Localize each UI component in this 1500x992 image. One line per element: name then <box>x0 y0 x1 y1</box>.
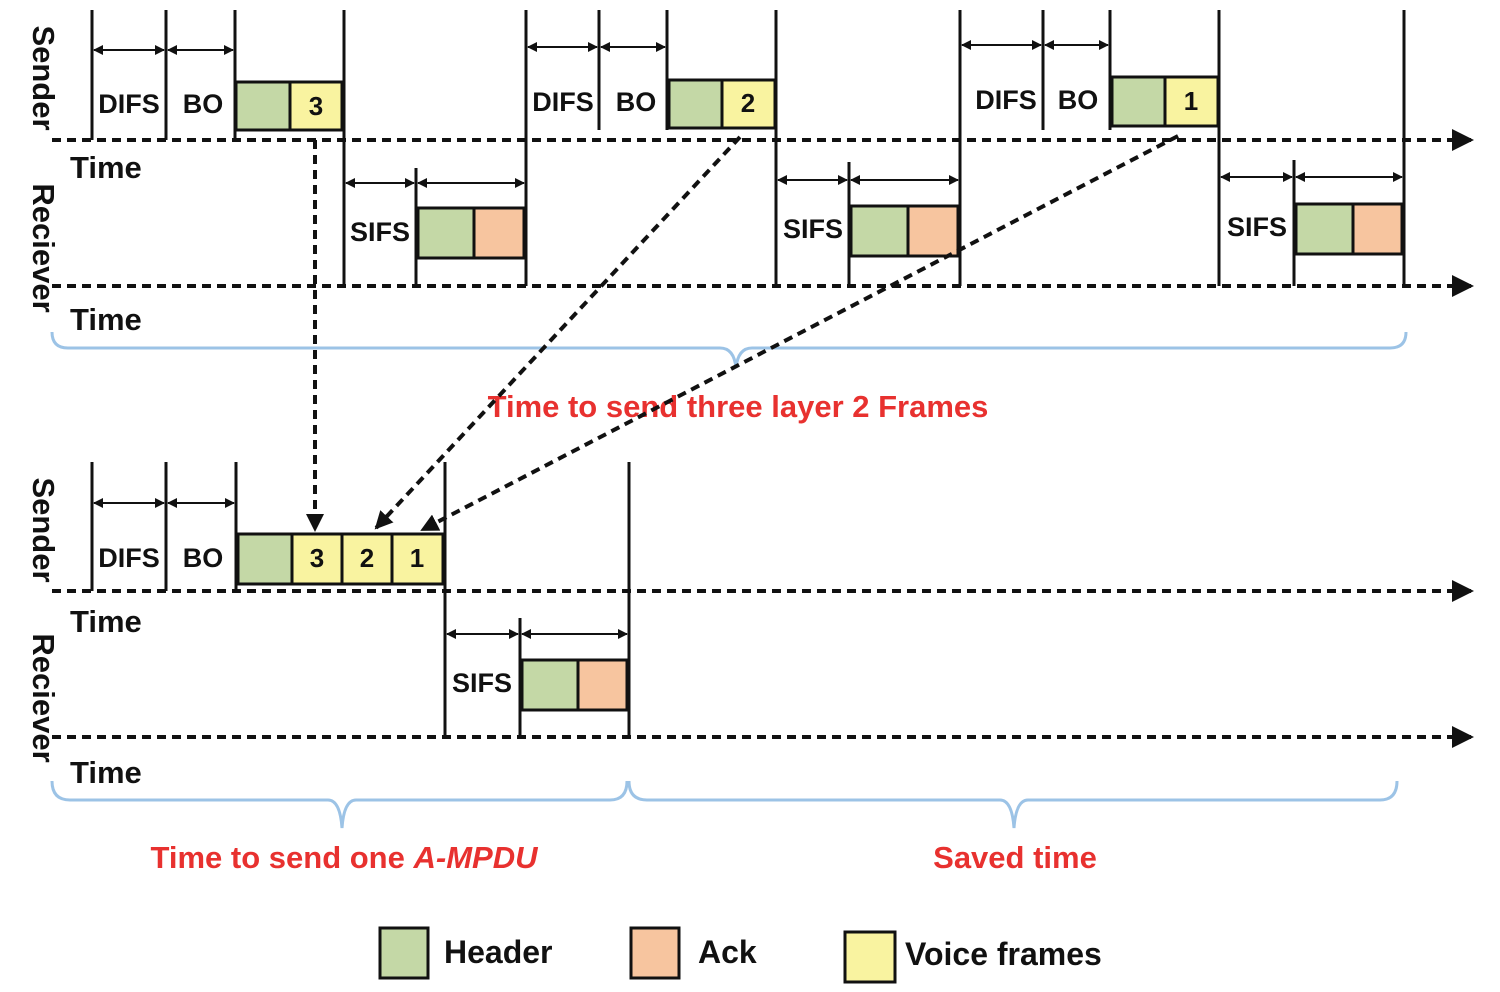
header-block <box>416 206 476 260</box>
mapping-arrow-frame-2 <box>374 135 742 530</box>
aggregate-frame-number: 2 <box>360 543 374 573</box>
bo-label: BO <box>1058 85 1099 115</box>
cycle-2: DIFS BO SIFS 2 <box>527 10 962 286</box>
frame-number: 1 <box>1184 86 1198 116</box>
cycle-1: DIFS BO SIFS 3 <box>90 10 528 286</box>
bo-label: BO <box>183 543 224 573</box>
voice-frame-block <box>290 532 344 586</box>
header-block <box>234 80 292 132</box>
brace-three-frames <box>50 331 1408 369</box>
time-label-1: Time <box>70 150 142 185</box>
caption-saved-time: Saved time <box>933 840 1097 875</box>
voice-frame-block <box>720 78 777 130</box>
bo-label: BO <box>183 89 224 119</box>
header-block <box>667 78 724 130</box>
header-block <box>1294 202 1355 256</box>
caption-one-ampdu: Time to send one A-MPDU <box>151 840 540 875</box>
voice-frame-block <box>1163 75 1220 128</box>
legend-voice-swatch <box>843 930 897 984</box>
mapping-arrow-frame-1 <box>420 134 1179 532</box>
frame-number: 3 <box>309 91 323 121</box>
sifs-label: SIFS <box>1227 212 1287 242</box>
difs-label: DIFS <box>98 543 160 573</box>
sifs-label: SIFS <box>452 668 512 698</box>
caption-three-frames: Time to send three layer 2 Frames <box>488 389 989 424</box>
receiver-label-top: Reciever <box>26 183 61 312</box>
sifs-label: SIFS <box>783 214 843 244</box>
legend-header-swatch <box>378 926 430 980</box>
brace-saved-time <box>627 780 1399 829</box>
header-block <box>849 204 910 258</box>
sender-label-top: Sender <box>26 25 61 130</box>
sifs-label: SIFS <box>350 217 410 247</box>
ampdu-cycle: DIFS BO SIFS 3 2 1 <box>90 462 631 737</box>
time-label-2: Time <box>70 302 142 337</box>
aggregate-frame-number: 1 <box>410 543 424 573</box>
difs-label: DIFS <box>975 85 1037 115</box>
caption-one-ampdu-prefix: Time to send one <box>151 840 414 875</box>
ack-block <box>1351 202 1404 256</box>
receiver-label-bottom: Reciever <box>26 633 61 762</box>
frame-number: 2 <box>741 88 755 118</box>
difs-label: DIFS <box>532 87 594 117</box>
time-label-4: Time <box>70 755 142 790</box>
voice-frame-block <box>288 80 344 132</box>
header-block <box>236 532 294 586</box>
ack-block <box>576 658 629 712</box>
legend-ack-swatch <box>629 926 681 980</box>
header-block <box>520 658 580 712</box>
aggregate-frame-number: 3 <box>310 543 324 573</box>
bo-label: BO <box>616 87 657 117</box>
legend-ack-label: Ack <box>698 934 757 970</box>
difs-label: DIFS <box>98 89 160 119</box>
voice-frame-block <box>390 532 445 586</box>
time-label-3: Time <box>70 604 142 639</box>
sender-label-bottom: Sender <box>26 477 61 582</box>
header-block <box>1110 75 1167 128</box>
cycle-3: DIFS BO SIFS 1 <box>961 10 1406 286</box>
legend: Header Ack Voice frames <box>378 926 1102 984</box>
ack-block <box>906 204 960 258</box>
caption-one-ampdu-term: A-MPDU <box>412 840 539 875</box>
legend-header-label: Header <box>444 934 553 970</box>
legend-voice-label: Voice frames <box>905 936 1102 972</box>
ack-block <box>472 206 526 260</box>
brace-one-ampdu <box>50 780 629 829</box>
